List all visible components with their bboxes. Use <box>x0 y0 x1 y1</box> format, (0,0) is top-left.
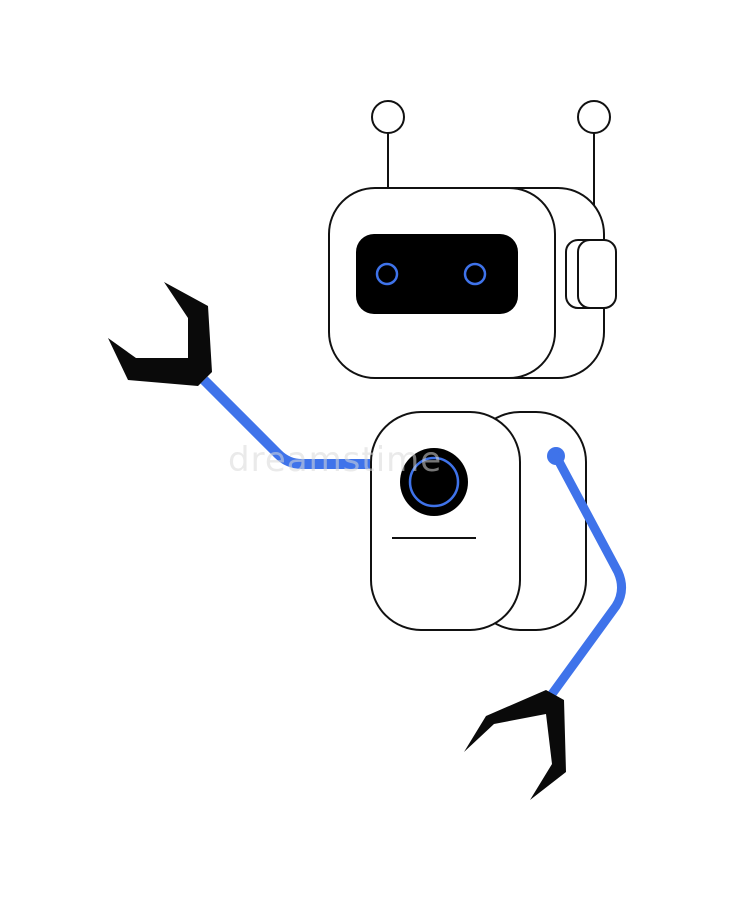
robot-body <box>370 411 587 631</box>
eye-right-icon <box>463 262 487 286</box>
robot-head <box>328 187 617 379</box>
left-arm <box>108 282 370 469</box>
claw-left-icon <box>108 282 212 386</box>
right-arm <box>464 447 626 800</box>
visor <box>356 234 518 314</box>
eye-left-icon <box>375 262 399 286</box>
antenna-left-icon <box>371 100 405 188</box>
claw-right-icon <box>464 690 566 800</box>
